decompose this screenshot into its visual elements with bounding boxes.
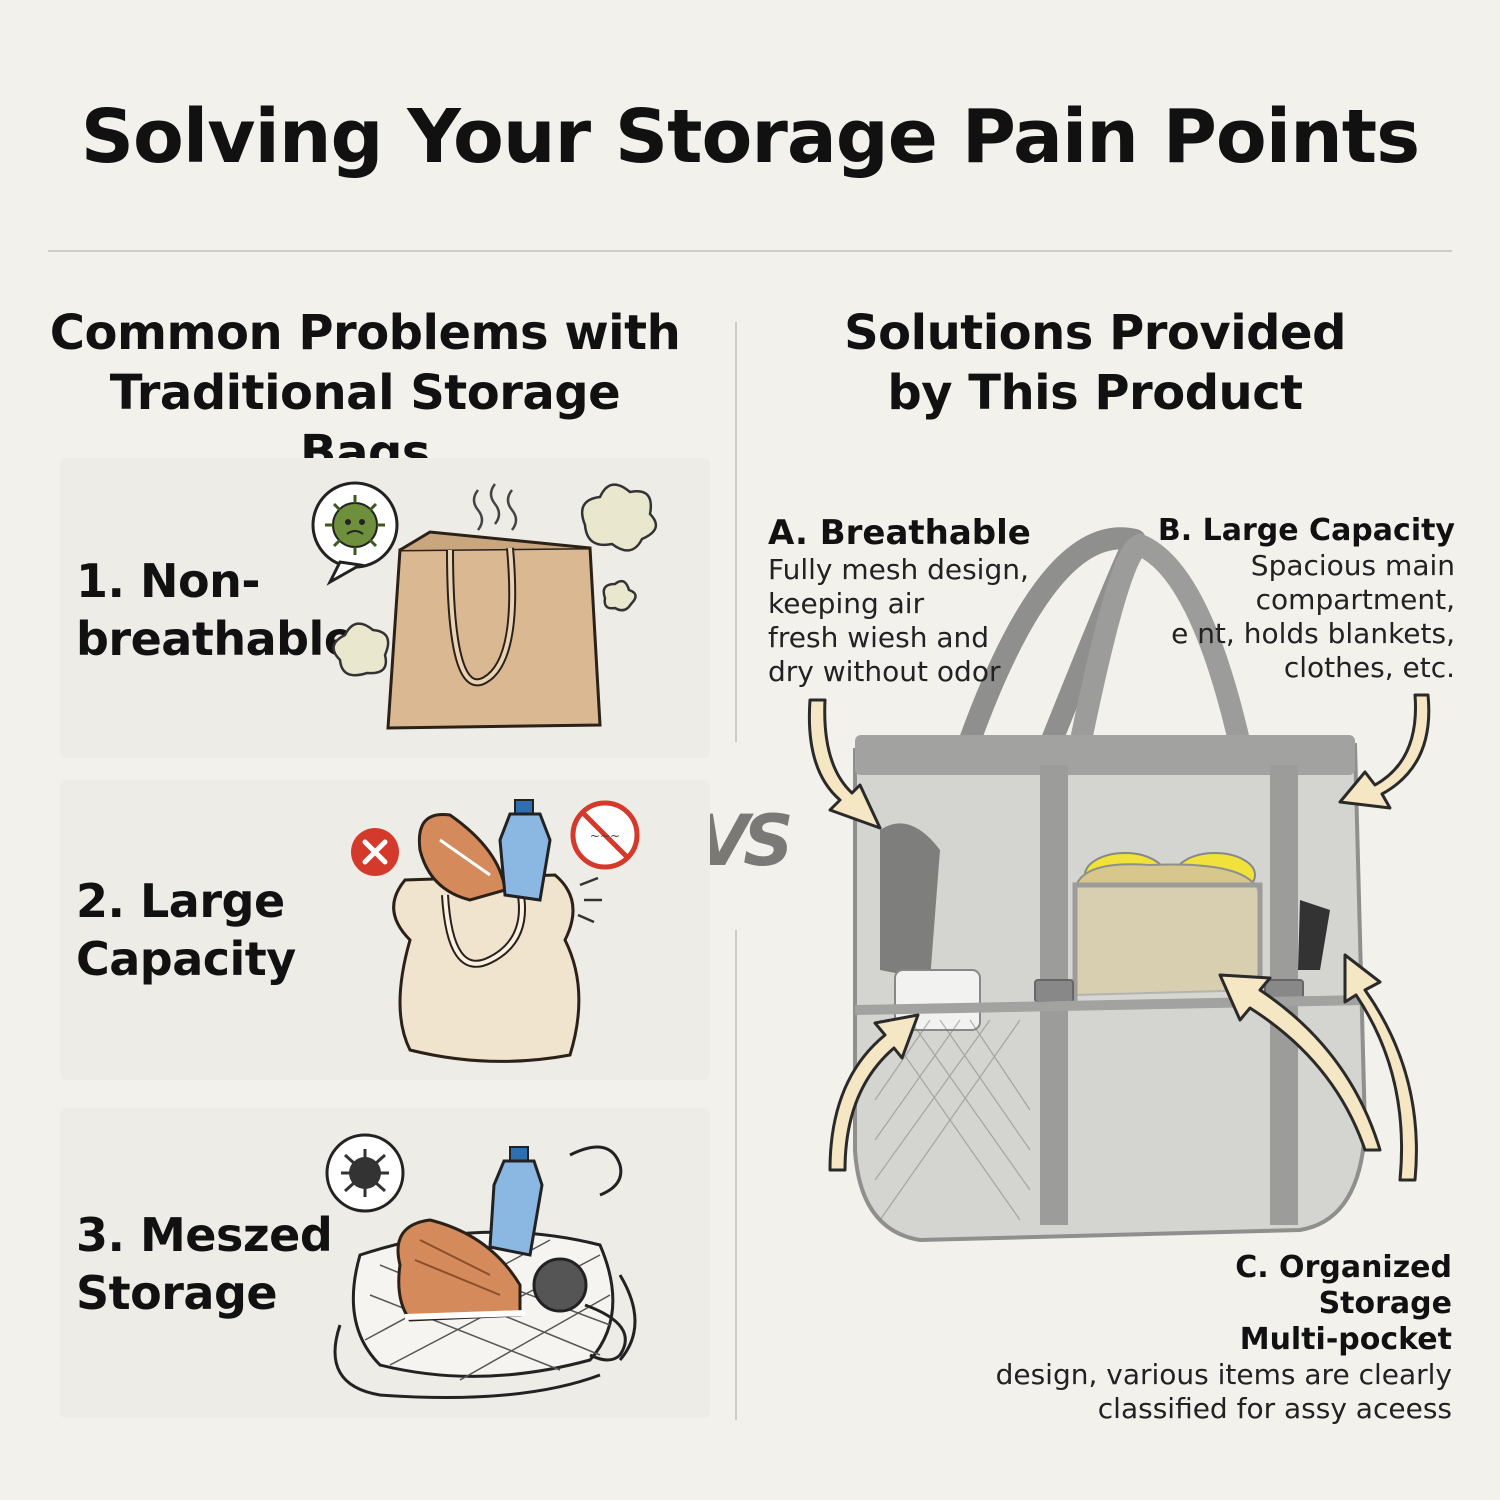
center-divider [735,322,737,742]
water-bottle-icon [488,1146,544,1257]
solution-b-title: B. Large Capacity [1157,513,1455,548]
problem-label-1: 1. Non- breathable [76,554,355,666]
problems-heading-line1: Common Problems with [49,305,681,361]
arrow-pocket-left [828,1013,920,1172]
solution-a-title: A. Breathable [768,513,1031,553]
problem-label-3: 3. Meszed Storage [76,1208,333,1320]
outer-pocket-band [854,995,1366,1015]
towel-item [880,823,940,980]
shoe-icon [417,812,507,902]
headphones-icon [532,1145,627,1362]
smelly-tote-bag-illustration [311,481,658,730]
solution-a: A. Breathable Fully mesh design, keeping… [768,513,1088,689]
arrow-pocket-right [1343,953,1418,1182]
arrow-pocket-center [1218,973,1382,1152]
bug-bubble-icon [325,1133,405,1213]
stress-lines-icon [577,876,602,924]
arrow-breathable [807,698,882,830]
solution-b-line: clothes, etc. [1283,651,1455,684]
problem-label-2: 2. Large Capacity [76,874,296,986]
solution-c-title: C. Organized [1235,1250,1452,1285]
smell-cloud-icon [332,483,658,677]
solution-c-line: design, various items are clearly [995,1358,1452,1391]
water-bottle-icon [498,799,552,902]
messy-net-bag-illustration [325,1133,637,1399]
no-sign-icon: ~~~ [570,800,640,870]
mesh-texture [874,1019,1031,1221]
grey-mesh-tote-bag [853,527,1368,1243]
solutions-heading: Solutions Provided by This Product [830,303,1360,423]
sack-body-icon [392,873,581,1063]
solutions-heading-line1: Solutions Provided [844,305,1346,361]
vs-label: VS [695,800,794,882]
solution-b-line: Spacious main [1250,549,1455,582]
svg-text:~~~: ~~~ [590,829,620,843]
bag-rim [855,735,1355,775]
sneaker-icon [396,1218,526,1322]
error-x-icon [351,828,399,876]
top-divider [48,250,1452,252]
solution-c-line: classified for assy aceess [1097,1392,1452,1425]
germ-bubble-icon [311,481,399,586]
solution-b: B. Large Capacity Spacious main compartm… [1120,513,1455,685]
solution-b-line: e nt, holds blankets, [1171,617,1455,650]
solution-c-title: Storage [1318,1286,1452,1321]
solution-c: C. Organized Storage Multi-pocket design… [960,1250,1452,1426]
arrow-capacity [1338,693,1431,810]
overstuffed-sack-illustration: ~~~ [351,799,640,1063]
problems-heading-line2: Traditional Storage Bags [109,365,621,481]
solution-a-line: Fully mesh design, [768,553,1029,586]
page-title: Solving Your Storage Pain Points [80,94,1420,180]
problems-heading: Common Problems with Traditional Storage… [40,303,690,483]
solution-a-line: keeping air [768,587,925,620]
solution-b-line: compartment, [1255,583,1455,616]
bag-handle-right [1069,533,1251,748]
odor-lines-icon [472,483,518,531]
bag-body-icon [386,530,602,730]
solution-c-line: Multi-pocket [1239,1322,1452,1357]
solution-a-line: fresh wiesh and [768,621,990,654]
solution-a-line: dry without odor [768,655,1001,688]
callout-arrows [807,693,1431,1182]
bottle-item [1298,900,1330,970]
solutions-heading-line2: by This Product [887,365,1303,421]
center-divider [735,930,737,1420]
